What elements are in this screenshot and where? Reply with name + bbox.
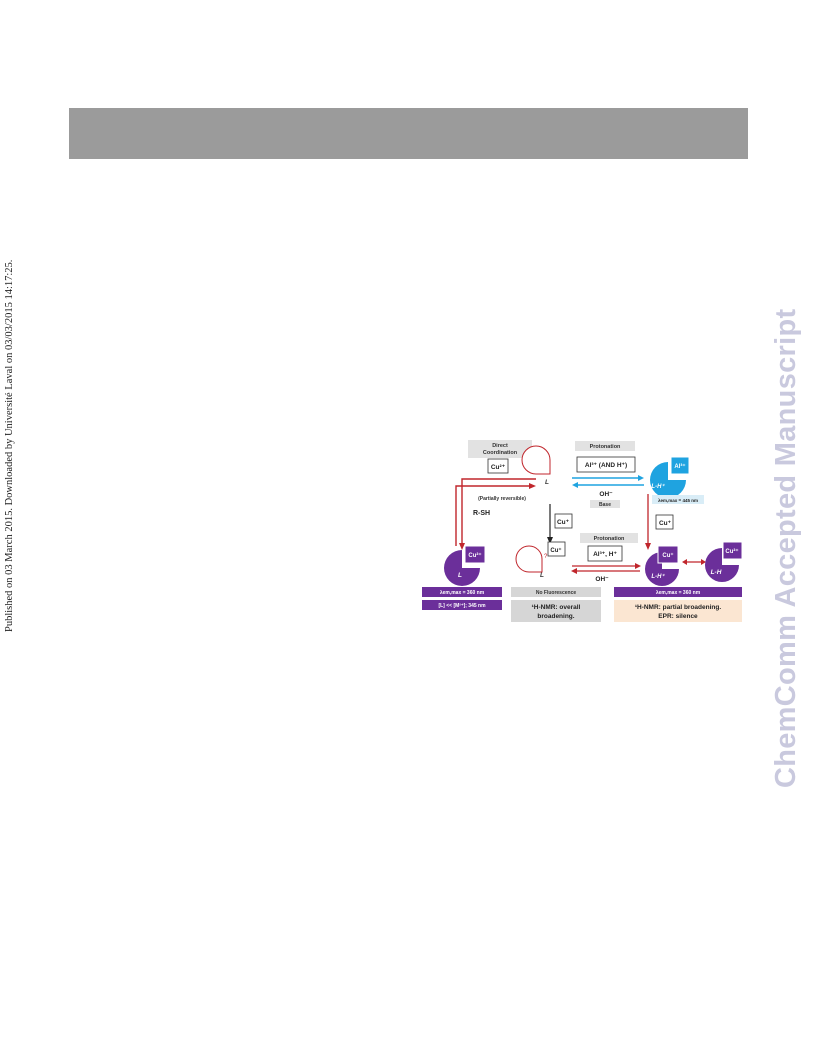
cu-plus-box2 (547, 541, 566, 557)
protonation-mid-bg (580, 533, 638, 543)
cu-plus-mid-label: Cu⁺ (557, 519, 570, 526)
nmr-mid-line1: ¹H-NMR: overall (532, 604, 581, 611)
no-fluor-label: No Fluorescence (536, 590, 577, 596)
cu-plus-right-label: Cu⁺ (659, 520, 672, 527)
lambda-right-bar (614, 587, 742, 597)
al-piece-label: Al³⁺ (674, 463, 685, 470)
direct-label-line1: Direct (492, 443, 508, 449)
question-mark: ? (544, 554, 548, 560)
nmr-right-line1: ¹H-NMR: partial broadening. (635, 604, 721, 611)
al-h-top-box (576, 456, 636, 473)
arrow-mid-back-head (571, 568, 577, 574)
oh-top-label: OH⁻ (599, 491, 613, 498)
nmr-mid-box (511, 600, 601, 622)
al-piece (670, 456, 690, 475)
cu-lh-plus-shape (645, 552, 679, 586)
cu2-piece (464, 545, 486, 564)
partially-label-bg (470, 493, 534, 502)
lh-plus-top-label: L-H⁺ (651, 483, 665, 490)
resonance-arrow-head-r (701, 559, 706, 565)
cu2-lh-shape (705, 548, 739, 582)
arrow-from-al-head (572, 482, 578, 488)
ligand-l-shape (521, 445, 551, 475)
resonance-arrow-head-l (682, 559, 687, 565)
publication-note-wrap: Published on 03 March 2015. Downloaded b… (4, 256, 18, 632)
lambda-al-label: λem,max = 445 nm (658, 498, 698, 503)
al-h-mid-label: Al³⁺, H⁺ (593, 551, 617, 558)
direct-label-line2: Coordination (483, 450, 518, 456)
cu-plus-complex-shape (515, 545, 543, 573)
arrow-direct-head (459, 543, 465, 550)
protonation-top-label: Protonation (590, 444, 621, 450)
lh-label: L-H (711, 569, 722, 576)
no-fluor-bar (511, 587, 601, 597)
header-band (69, 108, 748, 159)
lambda-left-label: λem,max = 360 nm (440, 590, 485, 596)
publication-note: Published on 03 March 2015. Downloaded b… (4, 259, 15, 632)
arrow-to-al-head (638, 475, 644, 481)
nmr-right-line2: EPR: silence (658, 613, 698, 620)
cu-piece-b-label: Cu²⁺ (725, 548, 738, 555)
cu2-complex-shape (444, 550, 480, 586)
base-label: Base (599, 502, 611, 508)
cu-piece-a-label: Cu⁺ (662, 552, 673, 559)
accepted-manuscript-watermark: ChemComm Accepted Manuscript (770, 308, 802, 788)
cu-piece-a (657, 545, 679, 564)
direct-coordination-label-bg (468, 440, 532, 458)
al-complex-shape (650, 462, 686, 498)
protonation-top-bg (575, 441, 635, 451)
ligand-l-label: L (545, 479, 549, 486)
arrow-al-to-cu-head (645, 543, 651, 550)
ratio-left-label: [L] << [M²⁺]; 345 nm (438, 603, 486, 609)
ratio-left-bar (422, 600, 502, 610)
oh-bottom-label: OH⁻ (595, 576, 609, 583)
arrow-partial-back (455, 485, 532, 546)
lambda-al-bg (652, 495, 704, 504)
watermark-wrap: ChemComm Accepted Manuscript (770, 266, 806, 788)
lambda-right-label: λem,max = 360 nm (656, 590, 701, 596)
reaction-scheme: Direct Coordination Cu²⁺ Protonation Al³… (422, 440, 743, 622)
al-h-mid-box (587, 545, 623, 562)
cu2-box-label: Cu²⁺ (491, 464, 506, 471)
arrow-mid-forward-head (635, 563, 641, 569)
nmr-mid-line2: broadening. (537, 613, 574, 620)
l-left-label: L (458, 572, 462, 579)
cu-plus-right-box (655, 514, 674, 530)
al-h-top-label: Al³⁺ (AND H⁺) (585, 462, 627, 469)
cu-plus-box2-label: Cu⁺ (550, 547, 561, 554)
base-label-bg (590, 500, 620, 508)
partially-label: (Partially reversible) (478, 496, 526, 502)
cu2-box (487, 458, 509, 474)
cu-plus-mid-box (554, 513, 573, 529)
arrow-l-to-cu-head (547, 537, 553, 544)
nmr-right-box (614, 600, 742, 622)
cu2-piece-label: Cu²⁺ (468, 552, 481, 559)
lh-plus-bottom-label: L-H⁺ (651, 573, 665, 580)
arrow-direct-coordination (461, 478, 536, 546)
arrow-partial-head (529, 483, 536, 489)
lambda-left-bar (422, 587, 502, 597)
l-mid-label: L (540, 572, 544, 579)
rsh-label: R-SH (473, 510, 490, 517)
protonation-mid-label: Protonation (594, 536, 625, 542)
cu-piece-b (722, 541, 743, 560)
